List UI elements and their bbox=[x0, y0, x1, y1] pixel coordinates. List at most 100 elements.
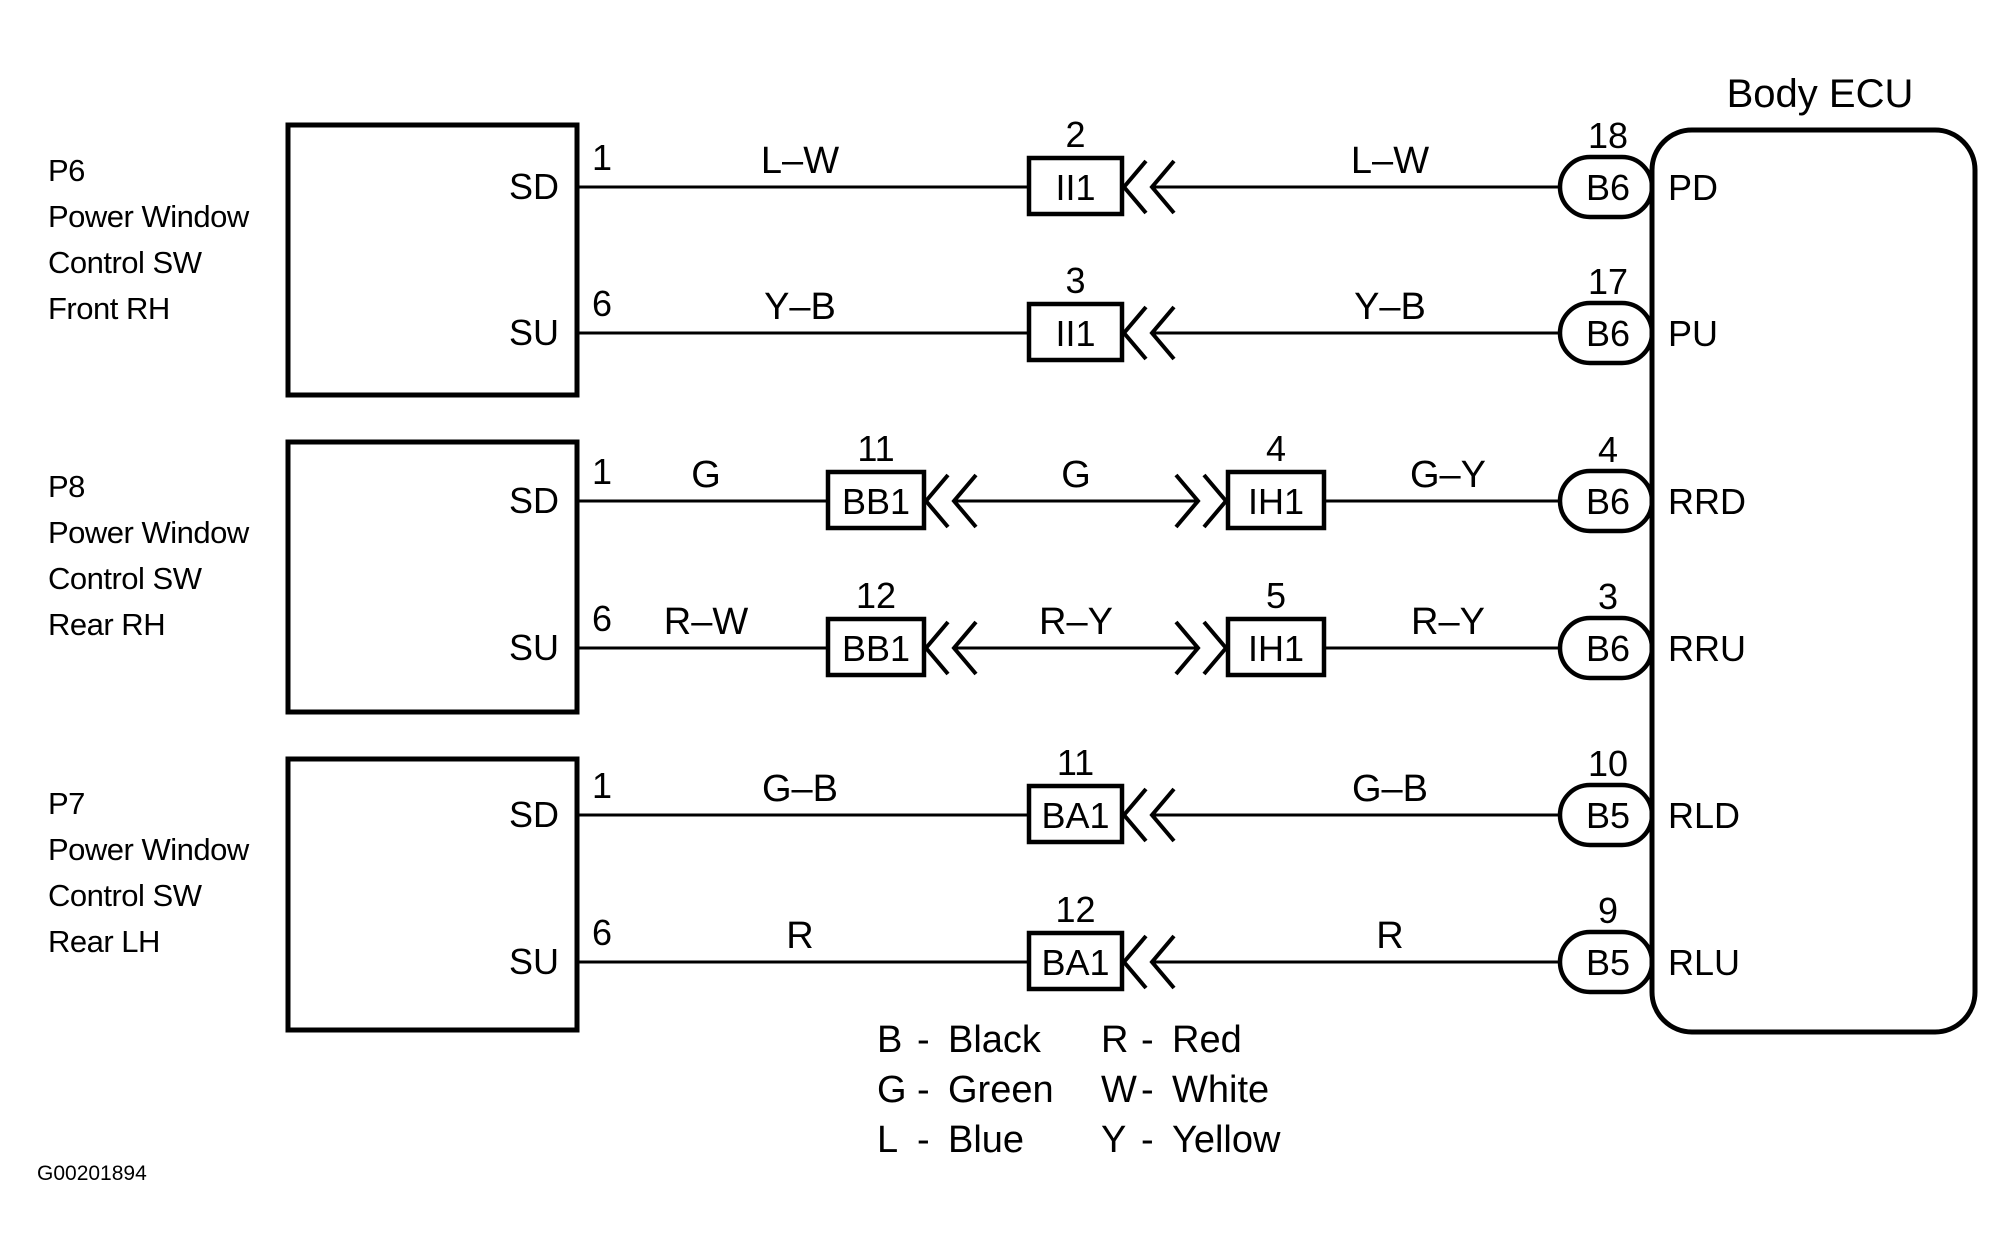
legend-code: B bbox=[877, 1019, 902, 1061]
junction-connector-label: BB1 bbox=[842, 481, 910, 522]
legend-code: R bbox=[1101, 1019, 1128, 1061]
ecu-connector-oval bbox=[1557, 154, 1655, 220]
wire-color-label: G–Y bbox=[1410, 454, 1486, 496]
switch-code: P8 bbox=[48, 469, 85, 504]
ecu-signal-label: RRD bbox=[1668, 481, 1746, 522]
legend-separator: - bbox=[917, 1069, 930, 1111]
wire-color-label: G–B bbox=[1352, 768, 1428, 810]
switch-signal-label: SU bbox=[509, 941, 559, 982]
junction-pin-number: 3 bbox=[1065, 260, 1085, 301]
switch-name-line: Control SW bbox=[48, 245, 203, 280]
chevron-right-icon bbox=[1174, 620, 1201, 676]
wire-color-label: G bbox=[1061, 454, 1091, 496]
junction-connector-box bbox=[1026, 930, 1125, 992]
legend-item: G-Green bbox=[877, 1069, 1054, 1111]
switch-name-line: Control SW bbox=[48, 878, 203, 913]
legend-separator: - bbox=[1141, 1069, 1154, 1111]
chevron-left-icon bbox=[1121, 934, 1148, 990]
legend-color-name: Green bbox=[948, 1069, 1054, 1111]
ecu-signal-label: PU bbox=[1668, 313, 1718, 354]
junction-pin-number: 2 bbox=[1065, 114, 1085, 155]
ecu-pin-number: 18 bbox=[1588, 115, 1628, 156]
switch-signal-label: SD bbox=[509, 794, 559, 835]
switch-pin-number: 6 bbox=[592, 283, 612, 324]
switch-box bbox=[285, 122, 580, 398]
legend-color-name: Red bbox=[1172, 1019, 1242, 1061]
ecu-connector-label: B6 bbox=[1586, 167, 1630, 208]
switch-name-line: Control SW bbox=[48, 561, 203, 596]
switch-box bbox=[285, 756, 580, 1033]
legend-separator: - bbox=[917, 1019, 930, 1061]
legend-color-name: Black bbox=[948, 1019, 1042, 1061]
junction-connector-label: II1 bbox=[1055, 167, 1095, 208]
legend-separator: - bbox=[1141, 1019, 1154, 1061]
chevron-left-icon bbox=[1121, 305, 1148, 361]
ecu-signal-label: RLD bbox=[1668, 795, 1740, 836]
switch-name-line: Power Window bbox=[48, 832, 250, 867]
switch-pin-number: 1 bbox=[592, 451, 612, 492]
ecu-pin-number: 3 bbox=[1598, 576, 1618, 617]
legend-item: Y-Yellow bbox=[1101, 1119, 1281, 1161]
body-ecu: Body ECU bbox=[1649, 72, 1978, 1035]
chevron-left-icon bbox=[923, 473, 950, 529]
ecu-connector-oval bbox=[1557, 782, 1655, 848]
ecu-pin-number: 10 bbox=[1588, 743, 1628, 784]
junction-connector-box bbox=[825, 469, 927, 531]
wire-color-label: R–W bbox=[664, 601, 749, 643]
chevron-left-icon bbox=[923, 620, 950, 676]
switch-pin-number: 6 bbox=[592, 912, 612, 953]
junction-pin-number: 11 bbox=[857, 428, 894, 469]
wire-color-label: G–B bbox=[762, 768, 838, 810]
ecu-pin-number: 4 bbox=[1598, 429, 1618, 470]
legend-code: G bbox=[877, 1069, 907, 1111]
junction-pin-number: 11 bbox=[1057, 742, 1094, 783]
switch-pin-number: 6 bbox=[592, 598, 612, 639]
body-ecu-box bbox=[1649, 127, 1978, 1035]
junction-connector-label: II1 bbox=[1055, 313, 1095, 354]
ecu-connector-oval bbox=[1557, 300, 1655, 366]
legend-separator: - bbox=[917, 1119, 930, 1161]
junction-connector-box bbox=[1026, 301, 1125, 363]
ecu-signal-label: RRU bbox=[1668, 628, 1746, 669]
ecu-connector-label: B6 bbox=[1586, 628, 1630, 669]
legend-code: Y bbox=[1101, 1119, 1126, 1161]
switch-box bbox=[285, 439, 580, 715]
chevron-right-icon bbox=[1174, 473, 1201, 529]
switch-pin-number: 1 bbox=[592, 137, 612, 178]
ecu-connector-oval bbox=[1557, 468, 1655, 534]
wire-color-label: Y–B bbox=[1354, 286, 1426, 328]
ecu-connector-label: B5 bbox=[1586, 942, 1630, 983]
legend-color-name: Yellow bbox=[1172, 1119, 1281, 1161]
switch-signal-label: SU bbox=[509, 312, 559, 353]
chevron-left-icon bbox=[1121, 159, 1148, 215]
wire-color-label: L–W bbox=[1351, 140, 1429, 182]
junction-connector-label: IH1 bbox=[1248, 481, 1304, 522]
legend-item: R-Red bbox=[1101, 1019, 1242, 1061]
switch-name-line: Power Window bbox=[48, 199, 250, 234]
switch-code: P6 bbox=[48, 153, 85, 188]
switch-name-line: Front RH bbox=[48, 291, 170, 326]
junction-connector-label: BA1 bbox=[1041, 942, 1109, 983]
ecu-connector-label: B6 bbox=[1586, 481, 1630, 522]
ecu-connector-oval bbox=[1557, 615, 1655, 681]
figure-id: G00201894 bbox=[37, 1162, 147, 1185]
junction-connector-box bbox=[825, 616, 927, 678]
wire-color-label: G bbox=[691, 454, 721, 496]
legend-item: L-Blue bbox=[877, 1119, 1024, 1161]
switch-signal-label: SD bbox=[509, 166, 559, 207]
switch-name-line: Power Window bbox=[48, 515, 250, 550]
legend-separator: - bbox=[1141, 1119, 1154, 1161]
junction-connector-box bbox=[1026, 783, 1125, 845]
wire-color-label: L–W bbox=[761, 140, 839, 182]
